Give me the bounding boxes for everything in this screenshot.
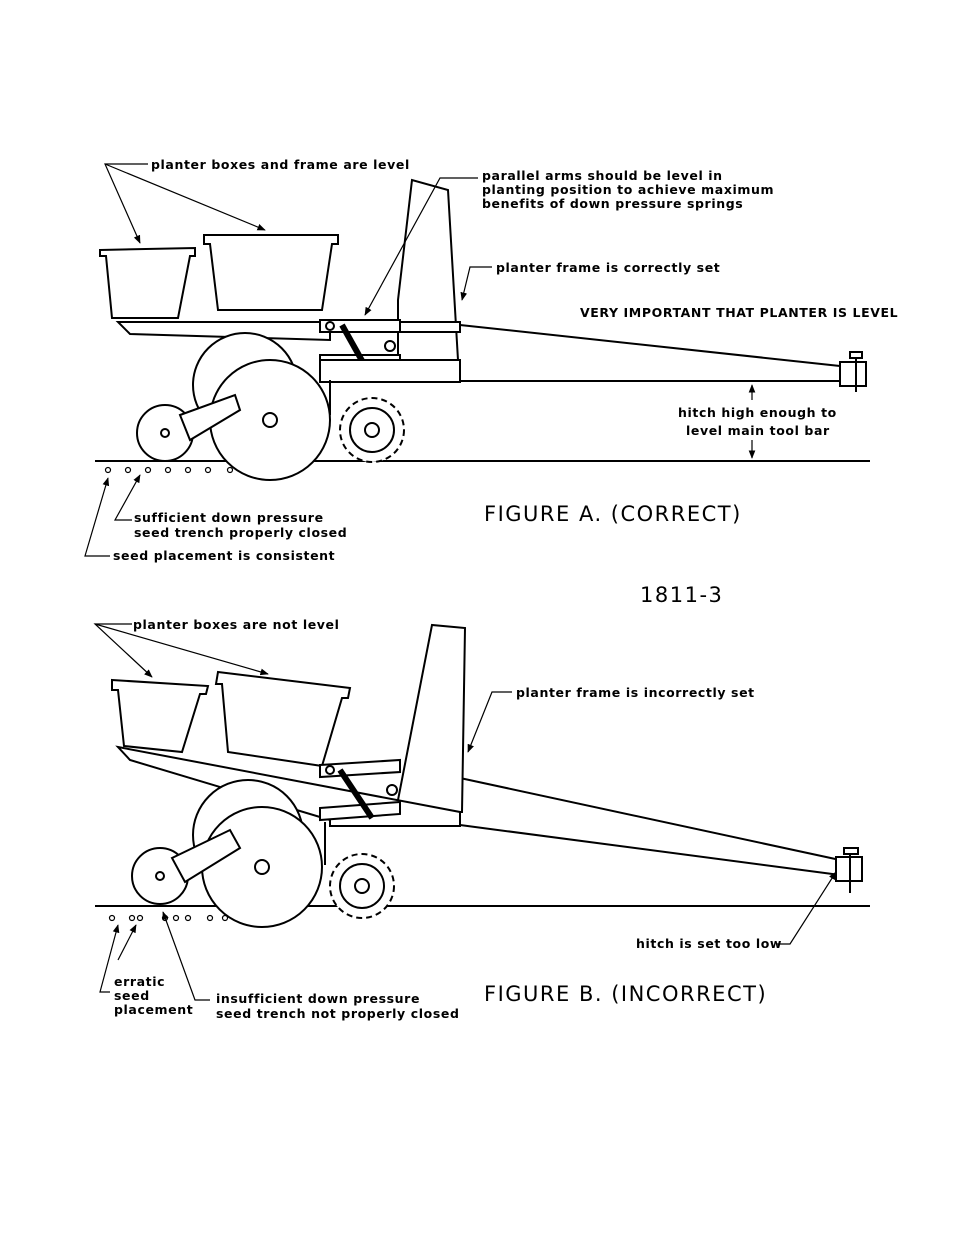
- label-insufficient-line1: insufficient down pressure: [216, 991, 420, 1006]
- figure-b: planter boxes are not level planter fram…: [93, 617, 870, 1021]
- label-hitch-line1: hitch high enough to: [678, 405, 837, 420]
- label-arms-line3: benefits of down pressure springs: [482, 196, 743, 211]
- hopper-right-a: [203, 234, 339, 311]
- closing-wheel-b: [329, 853, 395, 919]
- label-erratic-line2: seed: [114, 988, 150, 1003]
- figure-a-caption: FIGURE A. (CORRECT): [484, 502, 742, 526]
- tool-bar-b: [459, 777, 841, 861]
- closing-wheel-a: [339, 397, 405, 463]
- tool-bar-a: [459, 324, 841, 367]
- label-hitch-line2: level main tool bar: [686, 423, 830, 438]
- label-seed-consistent: seed placement is consistent: [113, 548, 335, 563]
- hopper-left-b: [111, 678, 210, 754]
- hopper-right-b: [214, 670, 352, 768]
- label-boxes-not-level: planter boxes are not level: [133, 617, 340, 632]
- hopper-left-a: [99, 246, 196, 319]
- label-pressure-line2: seed trench properly closed: [134, 525, 347, 540]
- label-frame-incorrect: planter frame is incorrectly set: [516, 685, 755, 700]
- mast-b: [397, 623, 467, 813]
- label-arms-line2: planting position to achieve maximum: [482, 182, 774, 197]
- hitch-b: [835, 847, 863, 893]
- figure-a: planter boxes and frame are level parall…: [84, 157, 898, 563]
- label-frame-correct: planter frame is correctly set: [496, 260, 720, 275]
- drawing-number: 1811-3: [640, 583, 723, 607]
- label-erratic-line3: placement: [114, 1002, 193, 1017]
- label-erratic-line1: erratic: [114, 974, 165, 989]
- label-hitch-low: hitch is set too low: [636, 936, 782, 951]
- label-pressure-line1: sufficient down pressure: [134, 510, 324, 525]
- parallel-arms-b: [319, 758, 401, 822]
- figure-b-caption: FIGURE B. (INCORRECT): [484, 982, 767, 1006]
- label-very-important: VERY IMPORTANT THAT PLANTER IS LEVEL: [580, 305, 898, 320]
- hitch-a: [839, 351, 867, 392]
- label-boxes-level: planter boxes and frame are level: [151, 157, 410, 172]
- label-insufficient-line2: seed trench not properly closed: [216, 1006, 460, 1021]
- label-arms-line1: parallel arms should be level in: [482, 168, 723, 183]
- mast-a: [397, 178, 460, 361]
